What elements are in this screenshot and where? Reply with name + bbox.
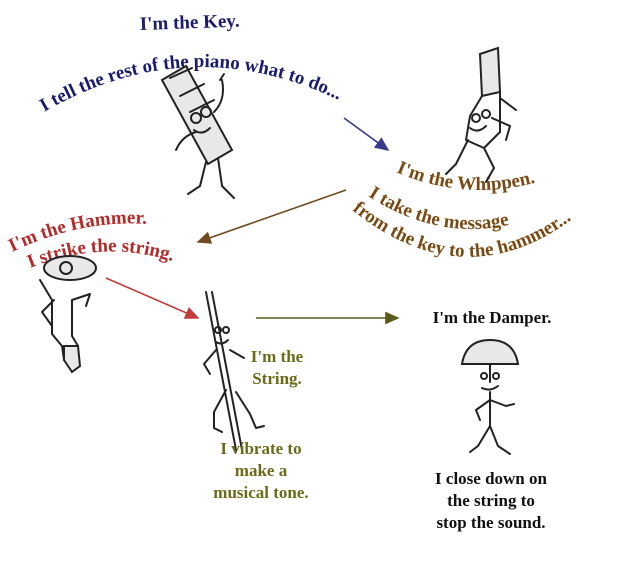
damper-description: I close down on the string to stop the s…: [386, 468, 596, 534]
damper-character-drawing: [460, 338, 520, 455]
string-description-line-3: musical tone.: [213, 483, 309, 502]
arrow-key-to-whippen: [343, 117, 390, 151]
string-title: I'm the String.: [232, 346, 322, 390]
whippen-character-drawing: [445, 46, 517, 183]
key-character-drawing: [160, 64, 235, 199]
damper-title: I'm the Damper.: [432, 308, 552, 327]
string-title-line-2: String.: [252, 369, 302, 388]
string-description: I vibrate to make a musical tone.: [186, 438, 336, 504]
arrow-hammer-to-string: [105, 277, 200, 319]
string-title-line-1: I'm the: [250, 347, 304, 366]
whippen-title: I'm the Whippen.: [394, 157, 537, 195]
hammer-character-drawing: [39, 255, 97, 374]
damper-description-line-2: the string to: [447, 491, 535, 510]
damper-description-line-1: I close down on: [435, 469, 547, 488]
key-title: I'm the Key.: [139, 11, 239, 35]
string-description-line-1: I vibrate to: [220, 439, 302, 458]
arrow-whippen-to-hammer: [196, 189, 347, 244]
string-description-line-2: make a: [234, 461, 288, 480]
string-character-drawing: [203, 291, 265, 451]
damper-description-line-3: stop the sound.: [436, 513, 546, 532]
